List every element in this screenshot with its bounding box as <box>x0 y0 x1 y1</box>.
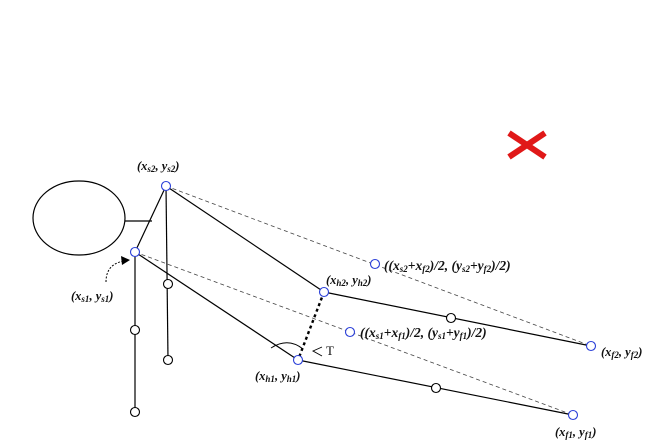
point-f2 <box>585 340 597 352</box>
point-f1 <box>567 409 579 421</box>
body-lines <box>134 185 592 416</box>
dotted-hip-line <box>296 291 326 361</box>
point-h1 <box>292 354 304 366</box>
upper-leg-2 <box>165 185 325 293</box>
upper-leg-1 <box>134 251 299 361</box>
red-x-mark <box>507 130 547 160</box>
key-points <box>129 180 597 421</box>
point-h2 <box>318 286 330 298</box>
dashed-lines <box>134 185 592 416</box>
midpoint-label-bottom: ((xs1+xf1)/2, (ys1+yf1)/2) <box>360 325 487 341</box>
label-f2: (xf2, yf2) <box>601 345 642 360</box>
point-s2 <box>160 180 172 192</box>
joint-circles <box>129 278 457 418</box>
pointer-arrow <box>105 260 125 283</box>
shoulder-line <box>134 185 167 253</box>
label-f1: (xf1, yf1) <box>555 425 596 440</box>
lower-leg-2 <box>323 291 592 347</box>
label-s1: (xs1, ys1) <box>71 289 113 304</box>
angle-label: T <box>326 343 334 358</box>
label-h2: (xh2, yh2) <box>326 273 371 288</box>
point-mid-bottom <box>344 326 356 338</box>
angle-arc <box>270 342 304 350</box>
point-s1 <box>129 246 141 258</box>
midpoint-label-top: ((xs2+xf2)/2, (ys2+yf2)/2) <box>384 258 511 274</box>
angle-caret <box>311 346 323 357</box>
label-s2: (xs2, ys2) <box>137 159 179 174</box>
point-mid-top <box>369 258 381 270</box>
label-h1: (xh1, yh1) <box>255 369 300 384</box>
head-ellipse <box>32 180 126 256</box>
arrow-head-icon <box>121 256 130 265</box>
